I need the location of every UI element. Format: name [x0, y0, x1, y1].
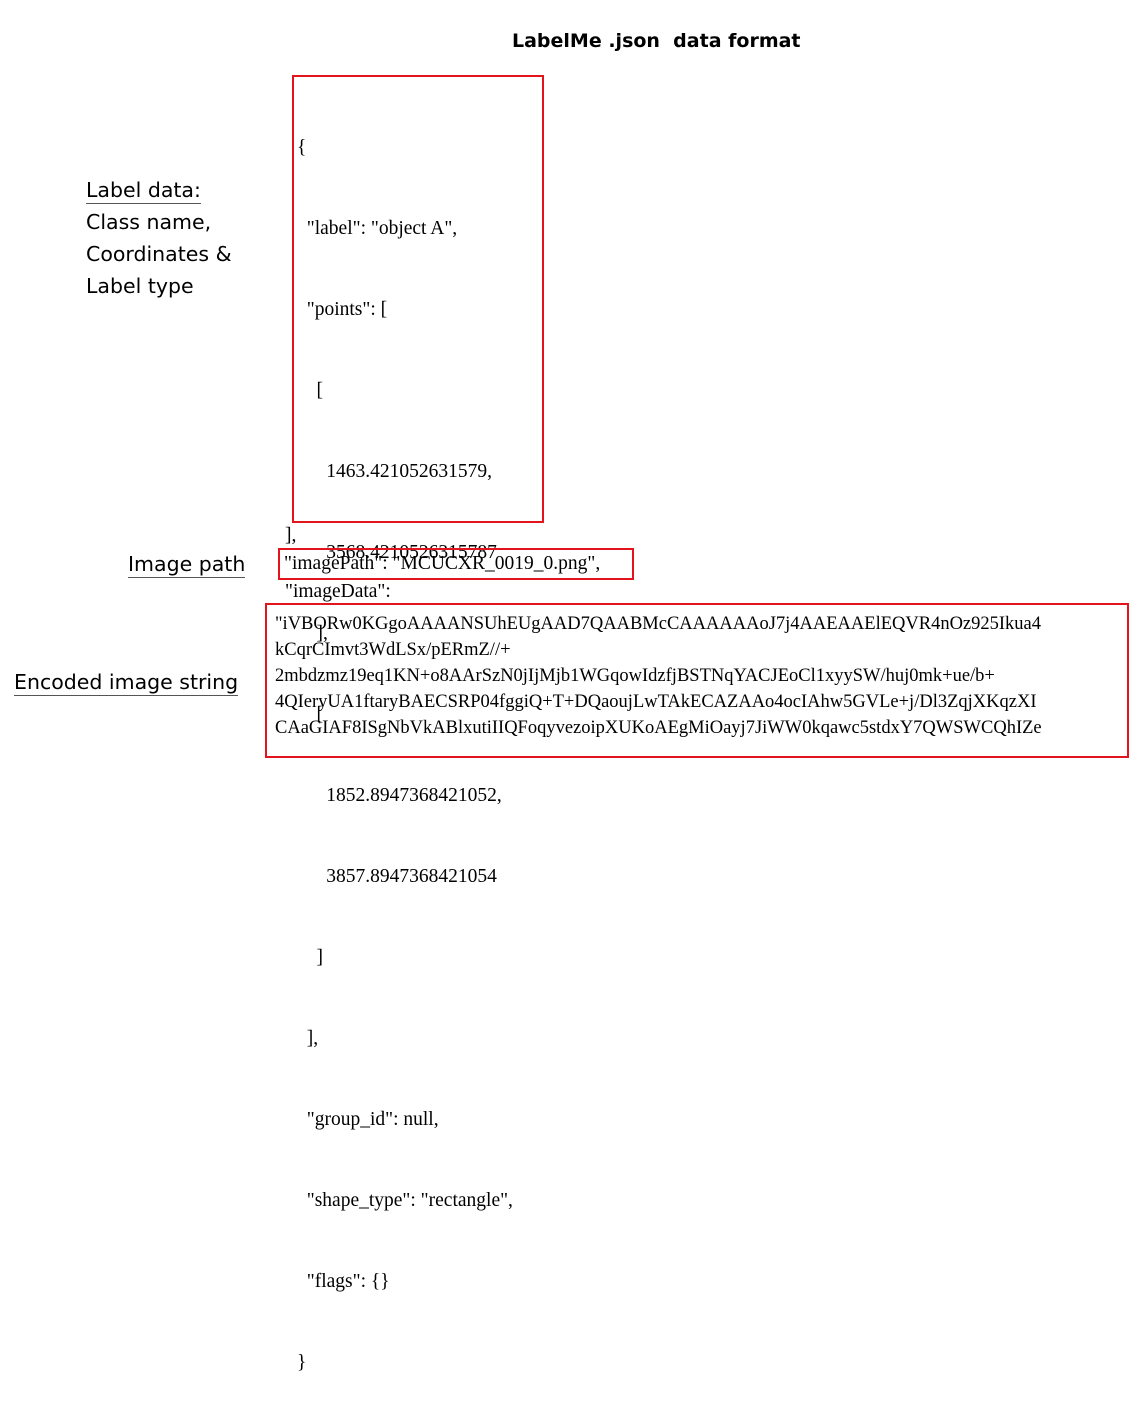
- encoded-image-box: "iVBORw0KGgoAAAANSUhEUgAAD7QAABMcCAAAAAA…: [265, 603, 1129, 758]
- json-line: 3857.8947368421054: [297, 866, 497, 887]
- json-line: 1463.421052631579,: [297, 461, 492, 482]
- encoded-line: "iVBORw0KGgoAAAANSUhEUgAAD7QAABMcCAAAAAA…: [275, 614, 1042, 634]
- image-path-line: "imagePath": "MCUCXR_0019_0.png",: [284, 553, 601, 574]
- class-name-text: Class name,: [86, 210, 212, 234]
- encoded-line: 2mbdzmz19eq1KN+o8AArSzN0jIjMjb1WGqowIdzf…: [275, 666, 995, 686]
- encoded-line: 4QIeryUA1ftaryBAECSRP04fggiQ+T+DQaoujLwT…: [275, 692, 1037, 712]
- image-path-box: [278, 548, 634, 580]
- json-line: {: [297, 137, 307, 158]
- encoded-image-annotation: Encoded image string: [14, 666, 239, 698]
- json-line: "label": "object A",: [297, 218, 458, 239]
- label-type-text: Label type: [86, 274, 194, 298]
- json-line: "flags": {}: [297, 1271, 390, 1292]
- image-path-annotation-text: Image path: [128, 552, 246, 578]
- image-path-annotation: Image path: [128, 548, 246, 580]
- json-line: "shape_type": "rectangle",: [297, 1190, 513, 1211]
- encoded-line: kCqrCImvt3WdLSx/pERmZ//+: [275, 640, 511, 660]
- encoded-line: CAaGIAF8ISgNbVkABlxutiIIQFoqyvezoipXUKoA…: [275, 718, 1042, 738]
- label-object-box: [292, 75, 544, 523]
- json-line: ],: [297, 1028, 319, 1049]
- diagram-title: LabelMe .json data format: [512, 30, 801, 52]
- json-line: "points": [: [297, 299, 388, 320]
- label-data-heading: Label data:: [86, 174, 232, 206]
- json-line: [: [297, 704, 324, 725]
- json-line: [: [297, 380, 324, 401]
- json-line: 1852.8947368421052,: [297, 785, 502, 806]
- json-line: ],: [297, 623, 328, 644]
- json-line: 3568.4210526315787: [297, 542, 497, 563]
- json-line: "group_id": null,: [297, 1109, 439, 1130]
- encoded-image-annotation-text: Encoded image string: [14, 670, 239, 696]
- closing-bracket: ],: [285, 525, 297, 546]
- label-data-annotation: Label data: Class name, Coordinates & La…: [86, 174, 232, 302]
- label-data-heading-text: Label data:: [86, 178, 201, 204]
- coordinates-text: Coordinates &: [86, 242, 232, 266]
- encoded-image-string: "iVBORw0KGgoAAAANSUhEUgAAD7QAABMcCAAAAAA…: [275, 611, 1127, 741]
- json-line: ]: [297, 947, 324, 968]
- image-data-key: "imageData":: [285, 581, 391, 602]
- json-line: }: [297, 1352, 307, 1373]
